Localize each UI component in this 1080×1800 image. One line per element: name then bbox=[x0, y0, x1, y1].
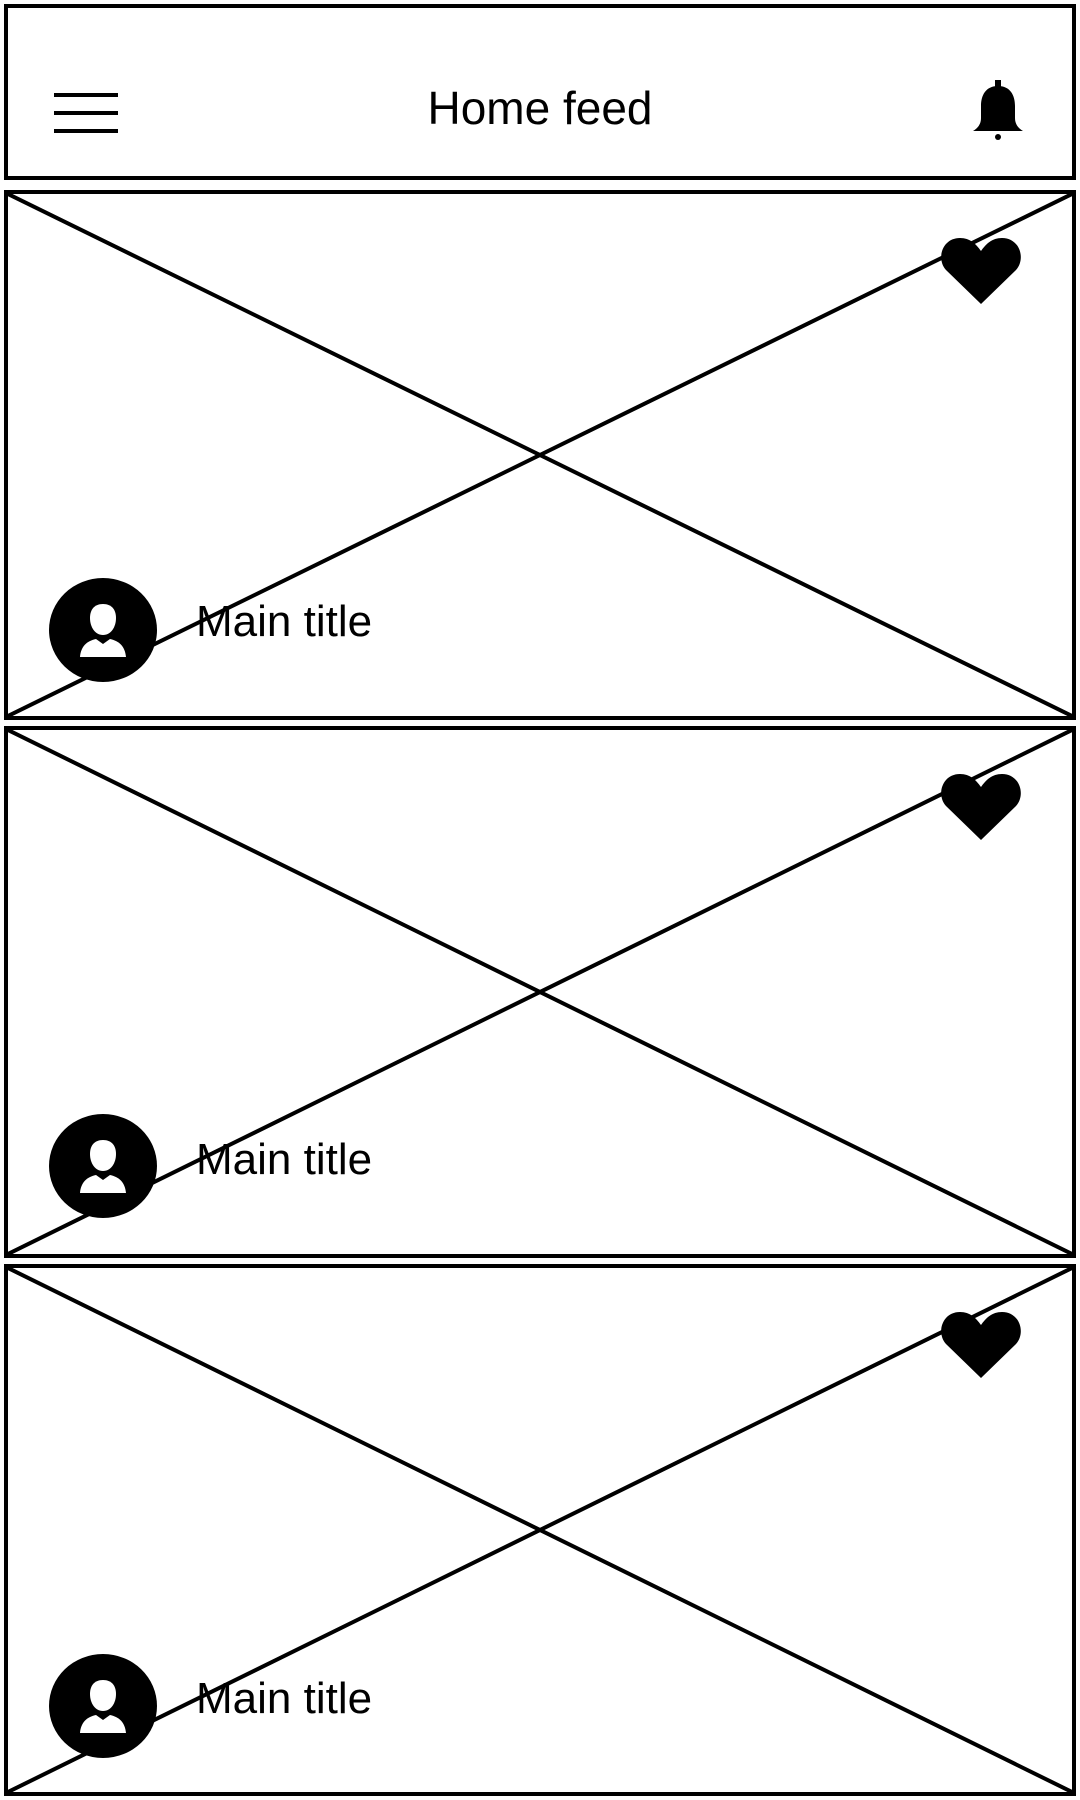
image-placeholder bbox=[8, 730, 1072, 1254]
feed-card[interactable]: Main title bbox=[4, 1264, 1076, 1796]
heart-icon[interactable] bbox=[940, 1308, 1022, 1380]
menu-bar-line bbox=[54, 129, 118, 133]
user-avatar[interactable] bbox=[49, 1654, 157, 1758]
heart-icon[interactable] bbox=[940, 234, 1022, 306]
user-icon bbox=[80, 604, 126, 657]
menu-bar-line bbox=[54, 93, 118, 97]
menu-bar-line bbox=[54, 111, 118, 115]
user-avatar[interactable] bbox=[49, 578, 157, 682]
user-icon bbox=[80, 1140, 126, 1193]
feed-card[interactable]: Main title bbox=[4, 190, 1076, 720]
feed-card[interactable]: Main title bbox=[4, 726, 1076, 1258]
image-placeholder bbox=[8, 194, 1072, 716]
hamburger-menu-icon[interactable] bbox=[54, 87, 122, 137]
page-title: Home feed bbox=[427, 82, 653, 134]
user-avatar[interactable] bbox=[49, 1114, 157, 1218]
card-title[interactable]: Main title bbox=[196, 1674, 373, 1723]
image-placeholder bbox=[8, 1268, 1072, 1792]
user-icon bbox=[80, 1680, 126, 1733]
card-title[interactable]: Main title bbox=[196, 1135, 373, 1184]
heart-icon[interactable] bbox=[940, 770, 1022, 842]
bell-icon[interactable] bbox=[970, 80, 1026, 142]
card-title[interactable]: Main title bbox=[196, 597, 373, 646]
app-bar: Home feed bbox=[4, 4, 1076, 180]
